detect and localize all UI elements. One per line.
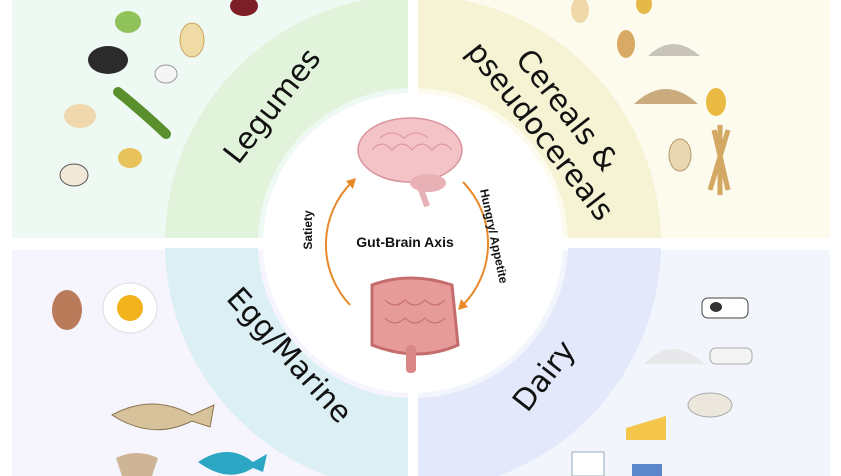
- satiety-arrow: [324, 181, 353, 306]
- center-circle: [263, 93, 563, 393]
- center-title: Gut-Brain Axis: [356, 234, 454, 250]
- appetite-arrowhead: [458, 299, 468, 310]
- intestine-icon: [370, 276, 460, 373]
- dairy-illustrations: [571, 297, 753, 476]
- legume-illustrations: [59, 0, 258, 187]
- egg-marine-ring: [165, 248, 408, 476]
- satiety-arrowhead: [346, 178, 356, 189]
- brain-icon: [357, 117, 463, 208]
- egg-marine-illustrations: [52, 282, 267, 476]
- appetite-arrow: [461, 181, 490, 307]
- legumes-ring: [165, 0, 408, 238]
- satiety-label: Satiety: [301, 210, 315, 250]
- dairy-ring: [418, 248, 661, 476]
- cereal-illustrations: [571, 0, 731, 195]
- cereals-ring: [418, 0, 661, 238]
